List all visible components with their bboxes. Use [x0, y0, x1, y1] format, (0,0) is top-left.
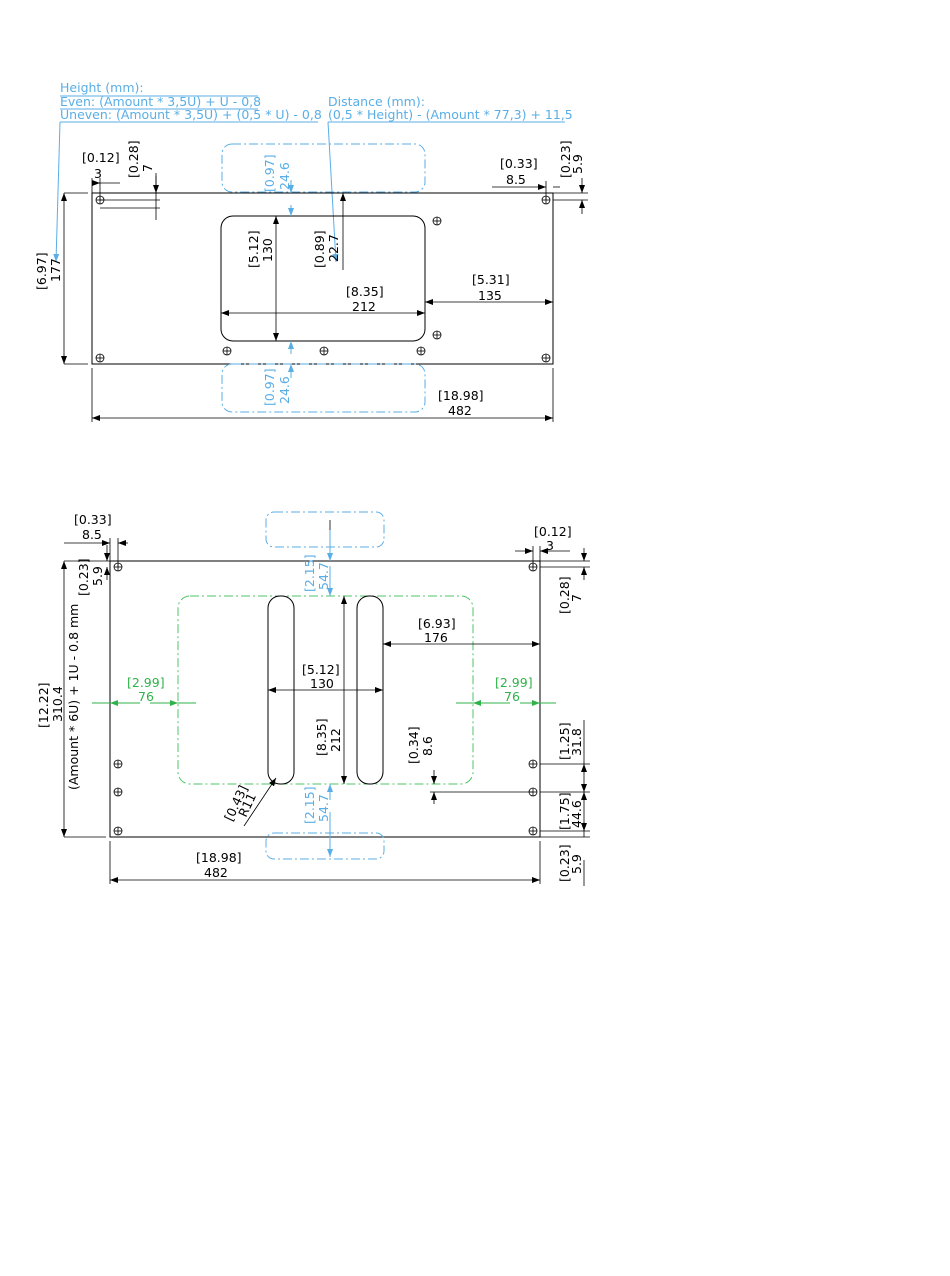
bottom-mount-hole-icon	[528, 759, 538, 769]
top-mount-hole-icon	[95, 353, 105, 363]
dimension-label: [0.33]	[74, 512, 112, 527]
dimension-label: [0.23]	[558, 140, 573, 178]
top-screw-icon	[432, 216, 442, 226]
dimension-label: [2.15]	[302, 554, 317, 592]
top-screw-icon	[319, 346, 329, 356]
dimension-label: [2.99]	[495, 675, 533, 690]
dimension-label: 5.9	[570, 154, 585, 174]
dimension-label: [0.89]	[312, 230, 327, 268]
dimension-label: [0.28]	[126, 140, 141, 178]
dimension-label: 5.9	[90, 566, 105, 586]
dimension-label: [12.22]	[36, 682, 51, 728]
bottom-adjacent-panel-above	[265, 511, 385, 548]
dimension-label: 24.6	[277, 162, 292, 190]
dimension-label: 3	[94, 166, 102, 181]
dimension-label: [0.28]	[557, 576, 572, 614]
top-screw-icon	[222, 346, 232, 356]
dimension-label: Height (mm):	[60, 80, 144, 95]
dimension-label: 76	[138, 689, 154, 704]
dimension-label: 177	[48, 258, 63, 282]
dimension-label: 31.8	[569, 728, 584, 756]
bottom-mount-hole-icon	[113, 759, 123, 769]
dimension-label: 8.5	[82, 527, 102, 542]
dimension-label: 3	[546, 538, 554, 553]
dimension-label: 24.6	[277, 376, 292, 404]
bottom-mount-hole-icon	[113, 826, 123, 836]
dimension-label: 130	[310, 676, 334, 691]
dimension-label: [0.12]	[82, 150, 120, 165]
dimension-label: 7	[569, 594, 584, 602]
dimension-label: [0.23]	[557, 844, 572, 882]
bottom-panel-outline	[109, 560, 541, 838]
dimension-label: 482	[204, 865, 228, 880]
top-mount-hole-icon	[541, 353, 551, 363]
dimension-label: [8.35]	[314, 718, 329, 756]
dimension-label: Uneven: (Amount * 3,5U) + (0,5 * U) - 0,…	[60, 107, 322, 122]
dimension-label: 8.6	[420, 736, 435, 756]
dimension-label: (Amount * 6U) + 1U - 0.8 mm	[66, 604, 81, 790]
dimension-label: 22.7	[326, 234, 341, 262]
dimension-label: 54.7	[316, 794, 331, 822]
dimension-label: [2.15]	[302, 786, 317, 824]
bottom-green-area	[177, 595, 474, 785]
dimension-label: [1.25]	[557, 722, 572, 760]
dimension-label: [5.12]	[302, 662, 340, 677]
dimension-label: 212	[352, 299, 376, 314]
dimension-label: [0.97]	[262, 154, 277, 192]
dimension-label: [18.98]	[438, 388, 484, 403]
dimension-label: [0.97]	[262, 368, 277, 406]
bottom-mount-hole-icon	[113, 787, 123, 797]
top-adjacent-panel-below	[221, 363, 426, 413]
dimension-label: [6.97]	[34, 252, 49, 290]
distance-note: Distance (mm): (0,5 * Height) - (Amount …	[327, 94, 573, 263]
dimension-label: 8.5	[506, 172, 526, 187]
dimension-label: [5.31]	[472, 272, 510, 287]
dimension-label: [8.35]	[346, 284, 384, 299]
dimension-label: [1.75]	[557, 792, 572, 830]
dimension-label: 176	[424, 630, 448, 645]
bottom-mount-hole-icon	[528, 826, 538, 836]
dimension-label: [6.93]	[418, 616, 456, 631]
dimension-label: [0.12]	[534, 524, 572, 539]
top-adjacent-panel-above	[221, 143, 426, 193]
dimension-label: [18.98]	[196, 850, 242, 865]
top-screw-icon	[416, 346, 426, 356]
dimension-label: Even: (Amount * 3,5U) + U - 0,8	[60, 94, 261, 109]
dimension-label: 135	[478, 288, 502, 303]
dimension-label: 310.4	[50, 686, 65, 722]
dimension-label: Distance (mm):	[328, 94, 425, 109]
dimension-label: [0.33]	[500, 156, 538, 171]
dimension-label: 44.6	[569, 800, 584, 828]
top-cutout	[220, 215, 426, 342]
bottom-adjacent-panel-below	[265, 832, 385, 860]
top-screw-icon	[432, 330, 442, 340]
top-panel-drawing: [0.12] 3 [0.28] 7 [0.33] 8.5 [0.23] 5.9 …	[34, 140, 588, 422]
dimension-label: [0.34]	[406, 726, 421, 764]
dimension-label: 130	[260, 238, 275, 262]
dimension-label: 7	[140, 164, 155, 172]
dimension-label: 212	[328, 728, 343, 752]
dimension-label: (0,5 * Height) - (Amount * 77,3) + 11,5	[328, 107, 573, 122]
dimension-label: [2.99]	[127, 675, 165, 690]
dimension-label: 5.9	[569, 854, 584, 874]
dimension-label: 76	[504, 689, 520, 704]
dimension-label: [0.23]	[76, 558, 91, 596]
dimension-label: 54.7	[316, 562, 331, 590]
height-note: Height (mm): Even: (Amount * 3,5U) + U -…	[53, 80, 322, 263]
bottom-panel-drawing: [0.33] 8.5 [0.23] 5.9 [0.12] 3 [0.28] 7 …	[36, 511, 590, 886]
dimension-label: 482	[448, 403, 472, 418]
dimension-label: [5.12]	[246, 230, 261, 268]
